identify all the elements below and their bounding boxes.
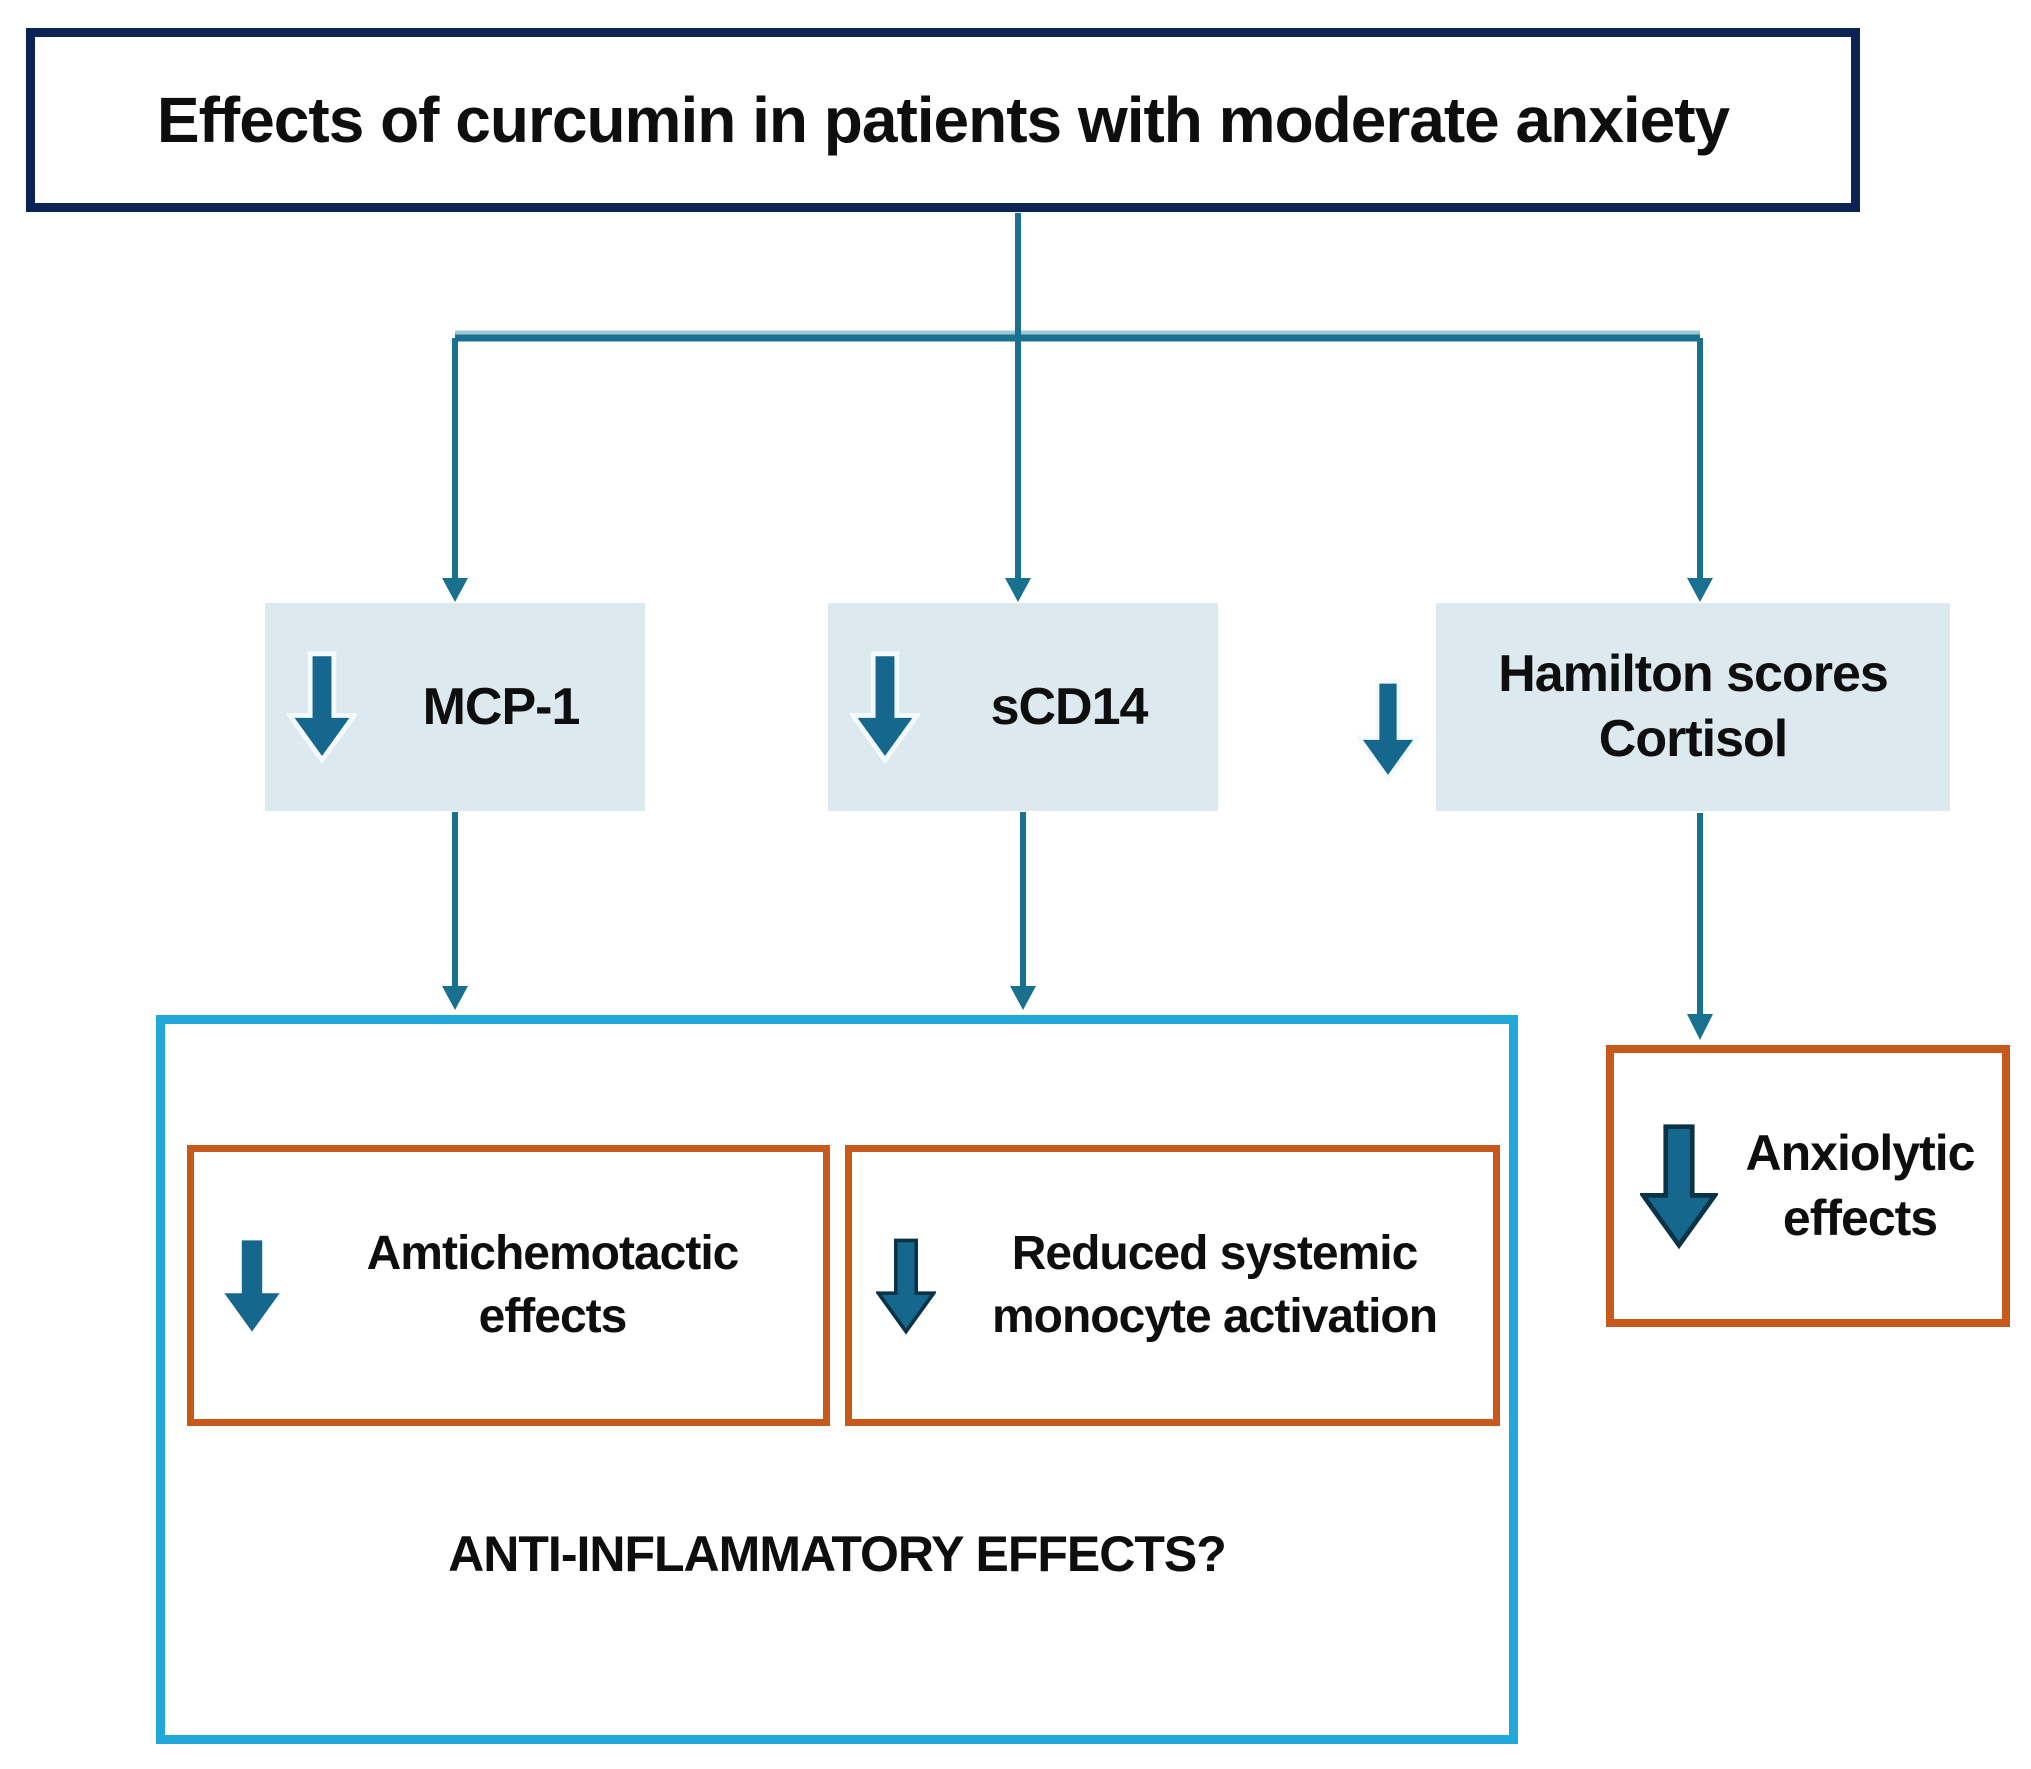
arrowhead-mcp1-to-container <box>442 986 468 1010</box>
diagram-title: Effects of curcumin in patients with mod… <box>156 84 1730 156</box>
outcome-box-monocyte: Reduced systemic monocyte activation <box>845 1145 1500 1426</box>
down-arrow-icon <box>1356 679 1420 783</box>
down-arrow-icon <box>287 651 357 765</box>
title-box: Effects of curcumin in patients with mod… <box>26 28 1860 212</box>
mediator-box-mcp1: MCP-1 <box>265 603 645 811</box>
outcome-label-monocyte: Reduced systemic monocyte activation <box>936 1223 1493 1348</box>
mediator-label-mcp1: MCP-1 <box>422 677 581 736</box>
mediator-label-hamilton-line1: Hamilton scores <box>1498 645 1889 703</box>
mediator-label-hamilton-line2: Cortisol <box>1598 710 1788 768</box>
down-arrow-icon <box>224 1239 280 1332</box>
outcome-label-antichemotactic-line2: effects <box>478 1289 628 1343</box>
down-arrow-icon <box>876 1238 936 1335</box>
outcome-label-anxiolytic: Anxiolytic effects <box>1718 1121 2002 1251</box>
arrowhead-to-hamilton <box>1687 578 1713 602</box>
down-arrow-icon <box>1640 1124 1718 1250</box>
outcome-label-monocyte-line1: Reduced systemic <box>1011 1227 1419 1281</box>
down-arrow-icon <box>850 651 920 765</box>
outcome-label-monocyte-line2: monocyte activation <box>991 1289 1438 1343</box>
mediator-label-scd14: sCD14 <box>990 677 1149 736</box>
mediator-box-scd14: sCD14 <box>828 603 1218 811</box>
outcome-box-anxiolytic: Anxiolytic effects <box>1606 1045 2010 1327</box>
arrowhead-to-scd14 <box>1005 578 1031 602</box>
outcome-label-antichemotactic-line1: Amtichemotactic <box>366 1227 740 1281</box>
mediator-box-hamilton: Hamilton scores Cortisol <box>1356 603 1950 811</box>
mediator-label-hamilton: Hamilton scores Cortisol <box>1436 642 1950 772</box>
outcome-box-antichemotactic: Amtichemotactic effects <box>187 1145 830 1426</box>
arrowhead-hamilton-to-anxiolytic <box>1687 1014 1713 1040</box>
summary-question: ANTI-INFLAMMATORY EFFECTS? <box>448 1526 1227 1582</box>
arrowhead-scd14-to-container <box>1010 986 1036 1010</box>
outcome-label-antichemotactic: Amtichemotactic effects <box>282 1223 823 1348</box>
outcome-label-anxiolytic-line2: effects <box>1782 1190 1938 1246</box>
outcome-label-anxiolytic-line1: Anxiolytic <box>1745 1125 1976 1181</box>
arrowhead-to-mcp1 <box>442 578 468 602</box>
